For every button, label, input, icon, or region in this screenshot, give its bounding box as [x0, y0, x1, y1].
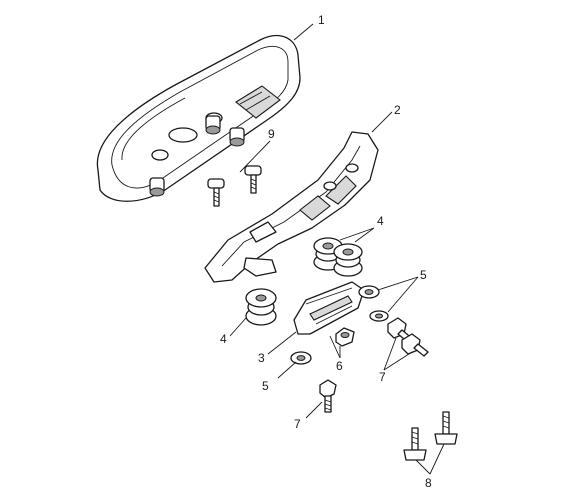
- washer-5c: [290, 351, 312, 365]
- washer-5a: [358, 285, 380, 299]
- callout-9: 9: [268, 127, 275, 141]
- mounting-bracket: [204, 131, 379, 283]
- grommet-upper-a: [313, 237, 343, 271]
- callout-5-upper: 5: [420, 268, 427, 282]
- callout-1: 1: [318, 13, 325, 27]
- t-bolt-8a: [403, 427, 427, 461]
- t-bolt-8b: [434, 411, 458, 445]
- leader-lines: [229, 23, 445, 475]
- callout-5-lower: 5: [262, 379, 269, 393]
- callout-7-lower: 7: [294, 417, 301, 431]
- grommet-upper-b: [333, 243, 363, 277]
- callout-8: 8: [425, 476, 432, 490]
- bolt-7c: [319, 379, 337, 413]
- bolt-7b: [401, 333, 429, 357]
- callout-3: 3: [258, 351, 265, 365]
- callout-4-upper: 4: [377, 214, 384, 228]
- callout-2: 2: [394, 103, 401, 117]
- callout-7-right: 7: [379, 370, 386, 384]
- screw-9b: [244, 165, 262, 194]
- washer-5b: [369, 310, 389, 322]
- instrument-housing: [96, 35, 301, 202]
- grommet-lower: [245, 288, 277, 326]
- callout-labels: 1 2 9 4 4 5 3 5 6 7 7 8: [220, 13, 432, 490]
- callout-4-lower: 4: [220, 332, 227, 346]
- callout-6: 6: [336, 359, 343, 373]
- lower-bracket-plate: [293, 281, 365, 335]
- spacer: [335, 327, 355, 347]
- screw-9a: [207, 178, 225, 207]
